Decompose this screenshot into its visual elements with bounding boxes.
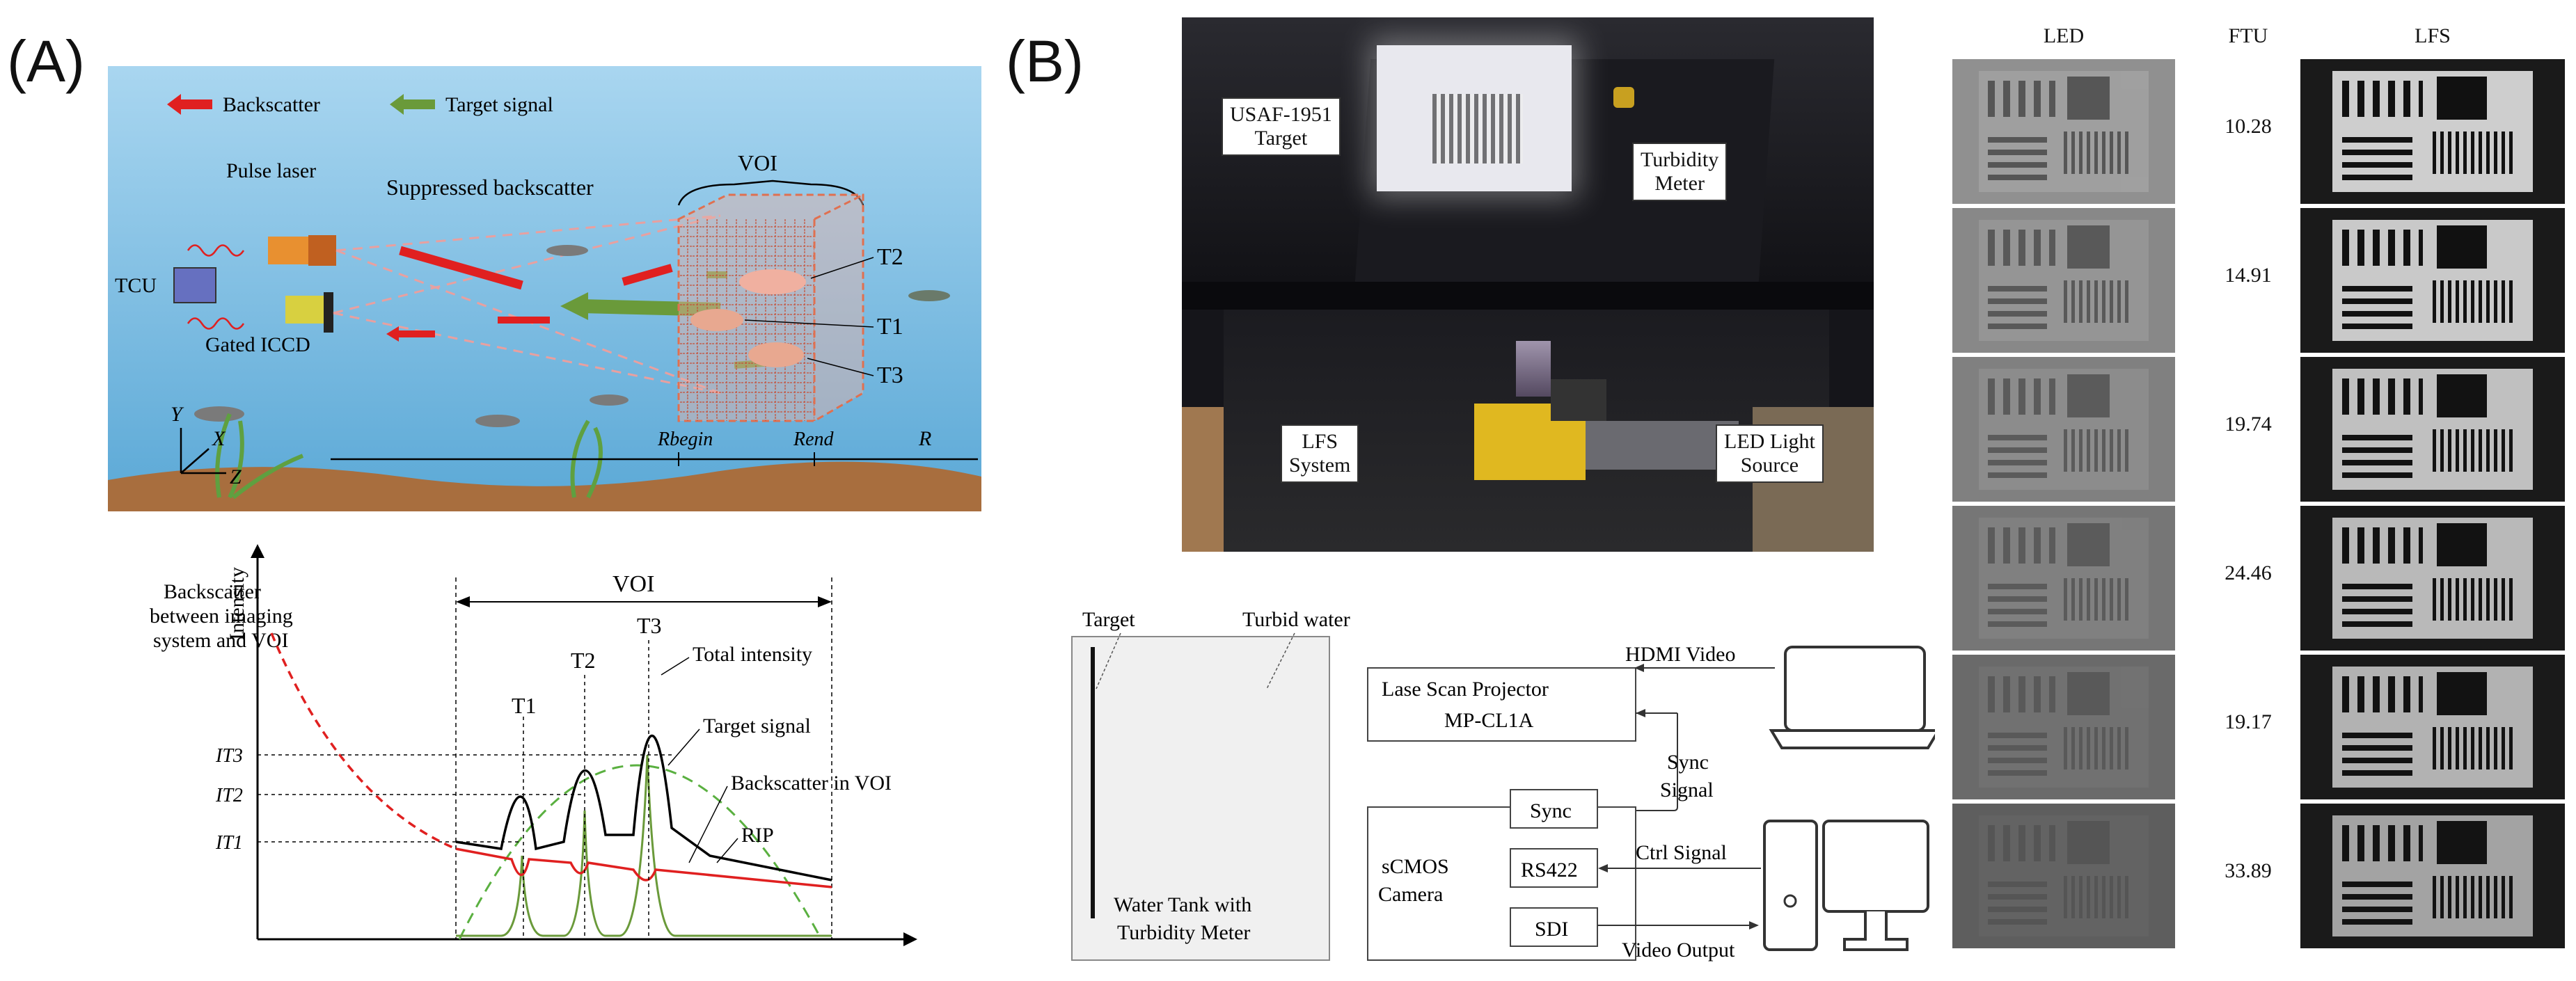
schem-tank-1: Water Tank with <box>1114 893 1251 916</box>
it1-label: IT1 <box>215 832 243 854</box>
ftu-value-4: 24.46 <box>2225 561 2272 584</box>
water-background <box>108 66 981 511</box>
legend-target-text: Target signal <box>445 93 553 116</box>
lfs-image-4 <box>2300 506 2565 651</box>
axis-z-label: Z <box>230 465 242 488</box>
ftu-value-2: 14.91 <box>2225 264 2272 287</box>
tcu-box <box>173 267 216 303</box>
led-image-3 <box>1952 357 2175 502</box>
legend-backscatter-arrow <box>177 99 212 109</box>
schem-tank-2: Turbidity Meter <box>1117 921 1250 944</box>
it3-label: IT3 <box>215 745 243 767</box>
suppressed-label: Suppressed backscatter <box>386 175 594 200</box>
lfs-image-6 <box>2300 804 2565 948</box>
axis-x-label: X <box>212 427 226 450</box>
schem-target: Target <box>1082 608 1135 631</box>
projector-box <box>1367 667 1636 742</box>
bs-between-1: Backscatter <box>164 580 261 603</box>
t2-label: T2 <box>877 244 903 270</box>
axis-y-label: Y <box>171 403 184 426</box>
schem-scmos-2: Camera <box>1378 883 1443 906</box>
underwater-scene: Backscatter Target signal Suppressed bac… <box>108 66 981 511</box>
lfs-image-3 <box>2300 357 2565 502</box>
schem-sync-sig-1: Sync <box>1667 751 1709 774</box>
water-tank <box>1071 636 1330 961</box>
ftu-value-3: 19.74 <box>2225 413 2272 436</box>
led-image-5 <box>1952 655 2175 799</box>
lfs-image-2 <box>2300 208 2565 353</box>
header-led: LED <box>2043 24 2085 47</box>
seabed <box>108 461 981 511</box>
r-begin-label: Rbegin <box>657 429 713 450</box>
usaf-target-board <box>1377 45 1572 191</box>
tcu-label: TCU <box>115 274 157 297</box>
schem-sync: Sync <box>1530 799 1572 822</box>
t3-label: T3 <box>877 362 903 388</box>
target-signal-label: Target signal <box>703 715 811 737</box>
r-end-label: Rend <box>793 429 835 450</box>
schem-rs422: RS422 <box>1521 859 1578 882</box>
laptop-icon <box>1784 646 1926 732</box>
schem-sdi: SDI <box>1535 918 1568 941</box>
fish-t3 <box>748 342 804 367</box>
intensity-plot: Intensity VOI Backscatter between imagin… <box>150 544 917 946</box>
t1-label: T1 <box>877 314 903 340</box>
ftu-value-1: 10.28 <box>2225 115 2272 138</box>
rip-curve <box>458 764 823 940</box>
backscatter-decay-curve <box>270 632 457 850</box>
led-device <box>1586 421 1739 470</box>
peak-t3: T3 <box>637 613 662 638</box>
backscatter-voi-label: Backscatter in VOI <box>731 772 892 795</box>
rip-label: RIP <box>741 824 774 847</box>
peak-t1: T1 <box>512 693 537 718</box>
voi-label: VOI <box>738 150 777 175</box>
led-image-6 <box>1952 804 2175 948</box>
schem-projector-1: Lase Scan Projector <box>1382 678 1549 701</box>
r-label: R <box>918 427 931 450</box>
header-ftu: FTU <box>2228 24 2268 47</box>
pulse-laser-label: Pulse laser <box>226 159 316 182</box>
schem-sync-sig-2: Signal <box>1660 779 1714 801</box>
backscatter-voi-curve <box>455 847 832 888</box>
led-image-2 <box>1952 208 2175 353</box>
schem-ctrl: Ctrl Signal <box>1636 841 1727 864</box>
total-intensity-curve <box>455 734 832 882</box>
header-lfs: LFS <box>2415 24 2451 47</box>
led-image-1 <box>1952 59 2175 204</box>
pc-tower-icon <box>1763 820 1818 951</box>
bs-between-3: system and VOI <box>153 629 288 652</box>
schem-video-out: Video Output <box>1622 939 1735 962</box>
legend-backscatter-text: Backscatter <box>223 93 320 116</box>
gated-iccd-label: Gated ICCD <box>205 333 310 356</box>
total-intensity-label: Total intensity <box>693 643 812 666</box>
panel-b-label: (B) <box>1006 29 1084 94</box>
peak-t2: T2 <box>571 648 596 673</box>
schem-projector-2: MP-CL1A <box>1444 709 1534 732</box>
monitor-icon <box>1822 820 1929 913</box>
led-image-4 <box>1952 506 2175 651</box>
it2-label: IT2 <box>215 785 243 806</box>
lfs-image-5 <box>2300 655 2565 799</box>
ftu-value-5: 19.17 <box>2225 710 2272 733</box>
panel-a-label: (A) <box>7 29 85 94</box>
plot-ylabel: Intensity <box>226 567 248 640</box>
legend-target-arrow <box>400 99 435 109</box>
bs-between-2: between imaging <box>150 605 293 628</box>
ftu-value-6: 33.89 <box>2225 859 2272 882</box>
schem-turbid: Turbid water <box>1242 608 1350 631</box>
fish-t2 <box>739 269 806 294</box>
system-schematic: Target Turbid water Water Tank with Turb… <box>1071 608 1935 962</box>
fish-t1 <box>690 309 743 331</box>
schem-scmos-1: sCMOS <box>1382 855 1449 878</box>
plot-voi: VOI <box>613 571 654 597</box>
schem-hdmi: HDMI Video <box>1625 643 1735 666</box>
lfs-image-1 <box>2300 59 2565 204</box>
